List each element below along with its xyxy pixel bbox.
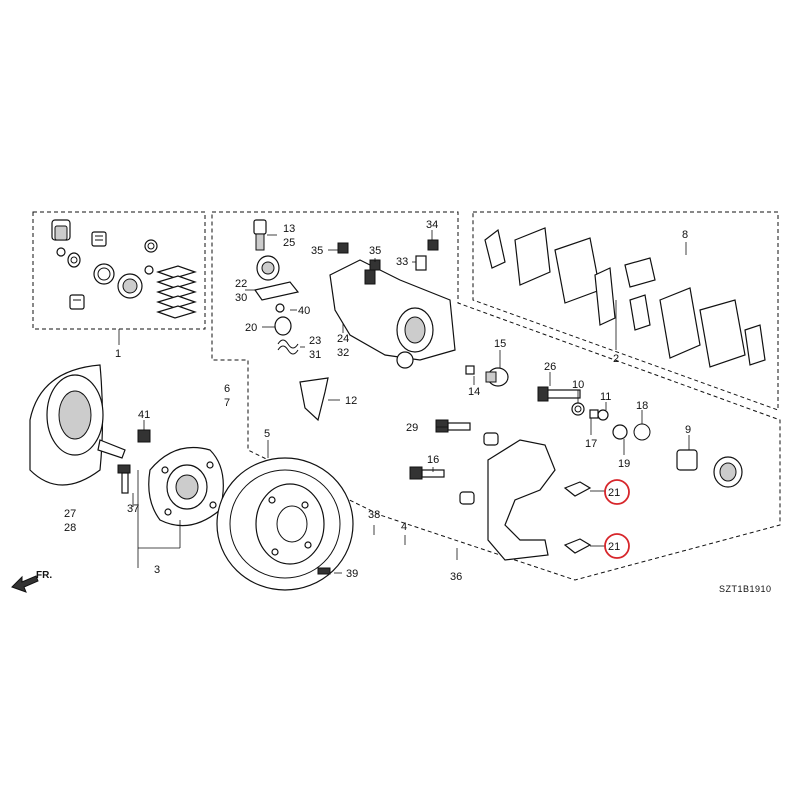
group-box-8-pads: [472, 211, 779, 411]
highlight-circle-21-upper: [604, 479, 630, 505]
callout-2: 2: [613, 353, 619, 365]
bolt-14: [465, 365, 475, 375]
callout-22: 22: [235, 278, 247, 290]
callout-18: 18: [636, 400, 648, 412]
callout-3: 3: [154, 564, 160, 576]
callout-19: 19: [618, 458, 630, 470]
callout-27: 27: [64, 508, 76, 520]
callout-30: 30: [235, 292, 247, 304]
retainer-clip-upper: [563, 481, 592, 497]
bleeder-13-25: [253, 219, 267, 251]
callout-21-lower: 21: [608, 541, 620, 553]
clip-12: [299, 377, 329, 422]
callout-12: 12: [345, 395, 357, 407]
ring-11: [597, 409, 609, 421]
bolt-41: [137, 429, 151, 443]
callout-35-left: 35: [311, 245, 323, 257]
group-box-6-caliper: [211, 211, 781, 581]
front-direction-arrow: FR.: [11, 570, 52, 593]
callout-14: 14: [468, 386, 480, 398]
callout-38: 38: [368, 509, 380, 521]
hub-bearing: [148, 446, 224, 527]
bleeder-33: [415, 255, 427, 271]
callout-33: 33: [396, 256, 408, 268]
callout-36: 36: [450, 571, 462, 583]
bushing-20-40: [274, 303, 292, 336]
boot-small-b: [459, 491, 475, 505]
callout-24: 24: [337, 333, 349, 345]
callout-16: 16: [427, 454, 439, 466]
bolt-26: [537, 386, 581, 402]
callout-37: 37: [127, 503, 139, 515]
callout-6: 6: [224, 383, 230, 395]
screw-39: [317, 567, 331, 575]
callout-7: 7: [224, 397, 230, 409]
callout-29: 29: [406, 422, 418, 434]
callout-40: 40: [298, 305, 310, 317]
ring-10: [571, 402, 585, 416]
callout-34: 34: [426, 219, 438, 231]
callout-39: 39: [346, 568, 358, 580]
callout-5: 5: [264, 428, 270, 440]
bolt-35a: [337, 242, 349, 254]
callout-23: 23: [309, 335, 321, 347]
pin-16: [409, 466, 445, 480]
callout-35-right: 35: [369, 245, 381, 257]
pin-29: [435, 419, 471, 433]
callout-11: 11: [600, 391, 611, 403]
caliper-body: [329, 259, 456, 369]
callout-labels: 1 2 3 4 5 6 7 8 9 10 11 12 13 14 15 16 1…: [64, 219, 691, 583]
callout-28: 28: [64, 522, 76, 534]
callout-26: 26: [544, 361, 556, 373]
callout-8: 8: [682, 229, 688, 241]
retainer-clip-lower: [563, 538, 592, 554]
callout-9: 9: [685, 424, 691, 436]
parts-18-19: [612, 423, 651, 441]
boot-22-30: [253, 255, 300, 301]
callout-25: 25: [283, 237, 295, 249]
callout-20: 20: [245, 322, 257, 334]
callout-17: 17: [585, 438, 597, 450]
pad-set: [484, 227, 766, 368]
splash-guard: [29, 364, 126, 486]
callout-41: 41: [138, 409, 150, 421]
callout-21-upper: 21: [608, 487, 620, 499]
callout-10: 10: [572, 379, 584, 391]
callout-15: 15: [494, 338, 506, 350]
leader-lines: [118, 230, 690, 574]
cap-34: [427, 239, 439, 251]
callout-13: 13: [283, 223, 295, 235]
caliper-bracket: [487, 439, 556, 561]
highlight-circle-21-lower: [604, 533, 630, 559]
highlight-markers: [604, 479, 630, 559]
shim-stack: [156, 265, 197, 319]
callout-32: 32: [337, 347, 349, 359]
sleeve-15: [485, 367, 509, 387]
seal-kit-parts: [51, 219, 197, 319]
drawing-code: SZT1B1910: [719, 584, 772, 594]
nut-17: [589, 409, 599, 419]
boot-small-a: [483, 432, 499, 446]
spring-23-31: [277, 339, 299, 355]
hub-bolt-37: [117, 464, 131, 494]
callout-1: 1: [115, 348, 121, 360]
callout-4: 4: [401, 521, 407, 533]
direction-marker-text: FR.: [36, 570, 52, 581]
brake-disc: [216, 457, 354, 591]
callout-31: 31: [309, 349, 321, 361]
piston-9: [676, 449, 743, 488]
